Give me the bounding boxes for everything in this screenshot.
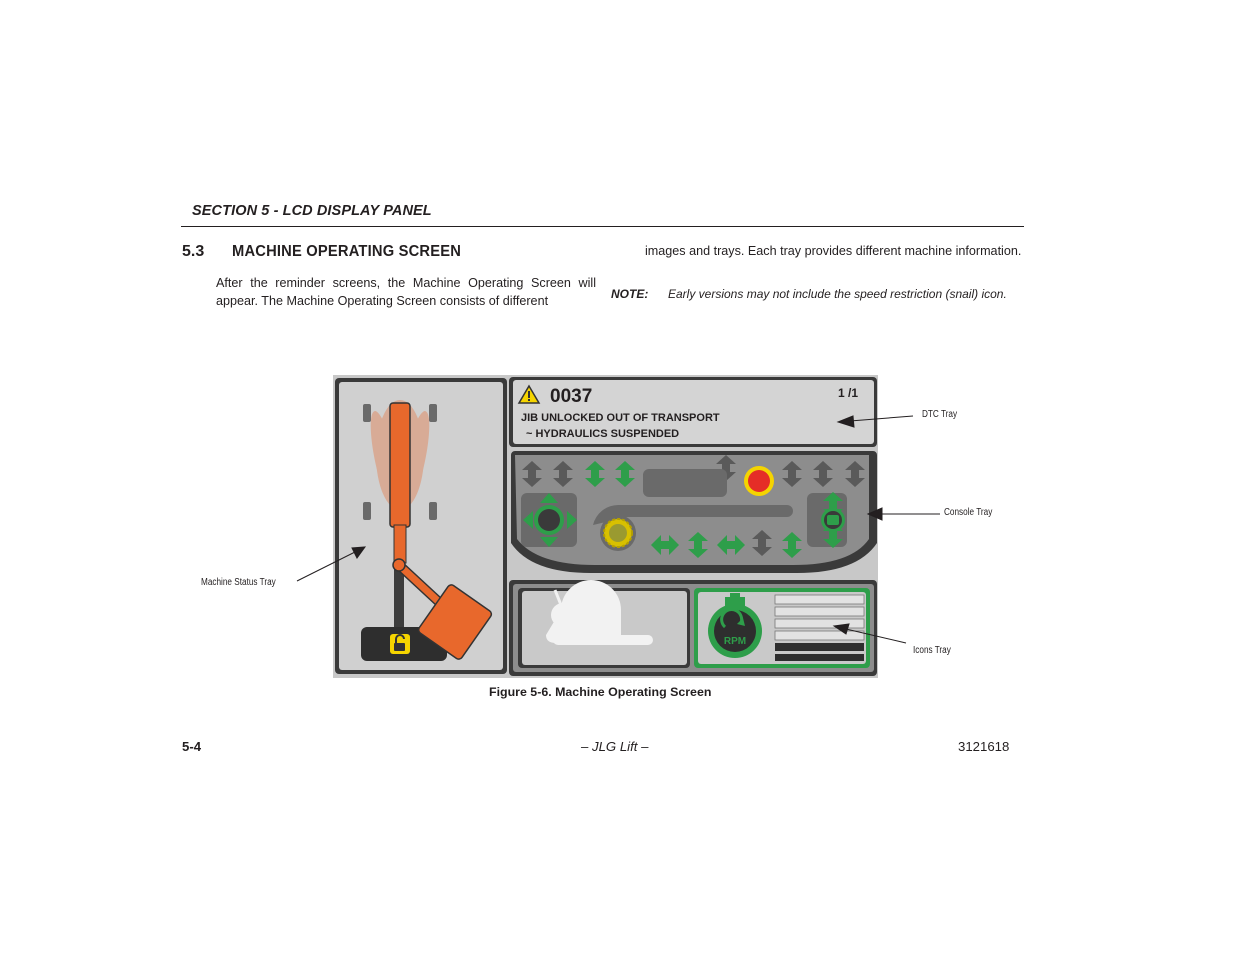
footer-doc-number: 3121618 [958,739,1010,754]
callout-icons-tray: Icons Tray [913,645,951,656]
warning-icon [517,384,541,404]
figure-caption: Figure 5-6. Machine Operating Screen [489,685,712,699]
paragraph-1: After the reminder screens, the Machine … [216,276,596,308]
section-heading: 5.3 Machine Operating Screen [182,243,481,261]
snail-icon [546,580,653,645]
note-text: Early versions may not include the speed… [668,287,1007,301]
dtc-line-2: ~ HYDRAULICS SUSPENDED [526,428,679,440]
console-tray [511,451,877,573]
section-number: 5.3 [182,243,205,260]
section-title: Machine Operating Screen [232,243,462,260]
rpm-icon: RPM [708,593,762,658]
section-header: SECTION 5 - LCD DISPLAY PANEL [192,203,432,219]
dtc-tray: 0037 1 /1 JIB UNLOCKED OUT OF TRANSPORT … [509,377,877,447]
footer-page-number: 5-4 [182,739,202,754]
rpm-label: RPM [724,636,746,647]
dtc-page: 1 /1 [838,386,858,400]
callout-machine-status-tray: Machine Status Tray [201,577,276,588]
header-rule [181,226,1024,227]
dtc-code: 0037 [550,386,592,407]
machine-operating-screen-figure: 0037 1 /1 JIB UNLOCKED OUT OF TRANSPORT … [333,375,878,678]
dtc-line-1: JIB UNLOCKED OUT OF TRANSPORT [521,412,720,424]
machine-status-tray [335,378,507,674]
callout-console-tray: Console Tray [944,507,993,518]
paragraph-2: images and trays. Each tray provides dif… [645,244,1022,258]
unlock-icon [390,634,410,654]
icons-tray: RPM [509,580,877,676]
footer-title: – JLG Lift – [581,739,649,754]
note-label: NOTE: [611,287,649,301]
callout-dtc-tray: DTC Tray [922,409,958,420]
